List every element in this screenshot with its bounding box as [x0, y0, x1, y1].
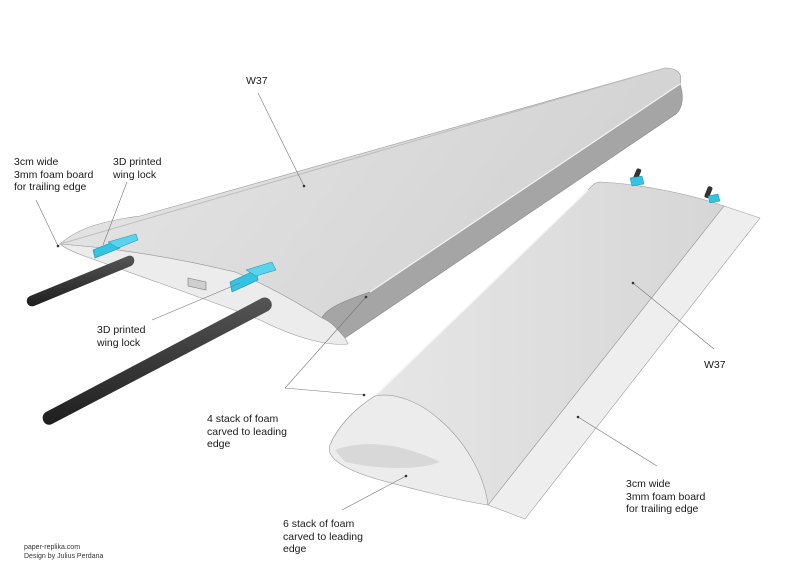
credit-site: paper-replika.com: [24, 544, 81, 551]
wing-lock-root-front-top: [107, 233, 139, 249]
label-trailing-edge-lower: 3cm wide 3mm foam board for trailing edg…: [626, 478, 706, 515]
label-w37-upper: W37: [246, 75, 268, 87]
leader-trailing-lower: [577, 416, 658, 467]
credit-designer: Design by Julius Perdana: [24, 553, 104, 560]
label-wing-lock-top: 3D printed wing lock: [113, 156, 162, 181]
lower-wing-tip-shade: [335, 444, 440, 468]
label-leading-edge-6: 6 stack of foam carved to leading edge: [283, 518, 363, 555]
wing-lock-root-rear-top: [245, 261, 277, 277]
lower-spar-stub-right: [704, 186, 713, 199]
leader-le6: [341, 475, 407, 511]
leader-trailing-upper: [35, 199, 59, 247]
label-trailing-edge-upper: 3cm wide 3mm foam board for trailing edg…: [14, 156, 94, 193]
leader-lock-top: [102, 181, 128, 246]
spar-rod-short: [26, 255, 135, 307]
lower-wing: [328, 181, 761, 520]
leader-lines: [35, 92, 715, 511]
lower-wing-spars: [629, 168, 721, 204]
lower-wing-leading-edge-highlight: [374, 189, 589, 397]
label-w37-lower: W37: [704, 359, 726, 371]
upper-wing: [59, 67, 683, 345]
leader-le4-b: [284, 387, 365, 396]
wing-locks-upper: [92, 233, 277, 293]
upper-trailing-edge-board: [59, 67, 666, 245]
leader-lock-bottom: [151, 282, 241, 321]
upper-wing-edge-highlight: [369, 83, 681, 293]
wing-lock-root-rear-icon: [229, 269, 259, 293]
spar-rods-upper: [26, 255, 272, 425]
spar-rod-long: [42, 297, 272, 425]
leader-w37-upper: [257, 92, 305, 187]
leader-le4-a: [284, 296, 367, 389]
label-leading-edge-4: 4 stack of foam carved to leading edge: [207, 413, 287, 450]
leader-w37-lower: [632, 282, 715, 350]
wing-lock-tip-left-icon: [629, 175, 645, 187]
upper-wing-rib-slot: [187, 277, 207, 291]
label-wing-lock-bottom: 3D printed wing lock: [97, 324, 146, 349]
wing-lock-tip-right-icon: [707, 193, 721, 204]
